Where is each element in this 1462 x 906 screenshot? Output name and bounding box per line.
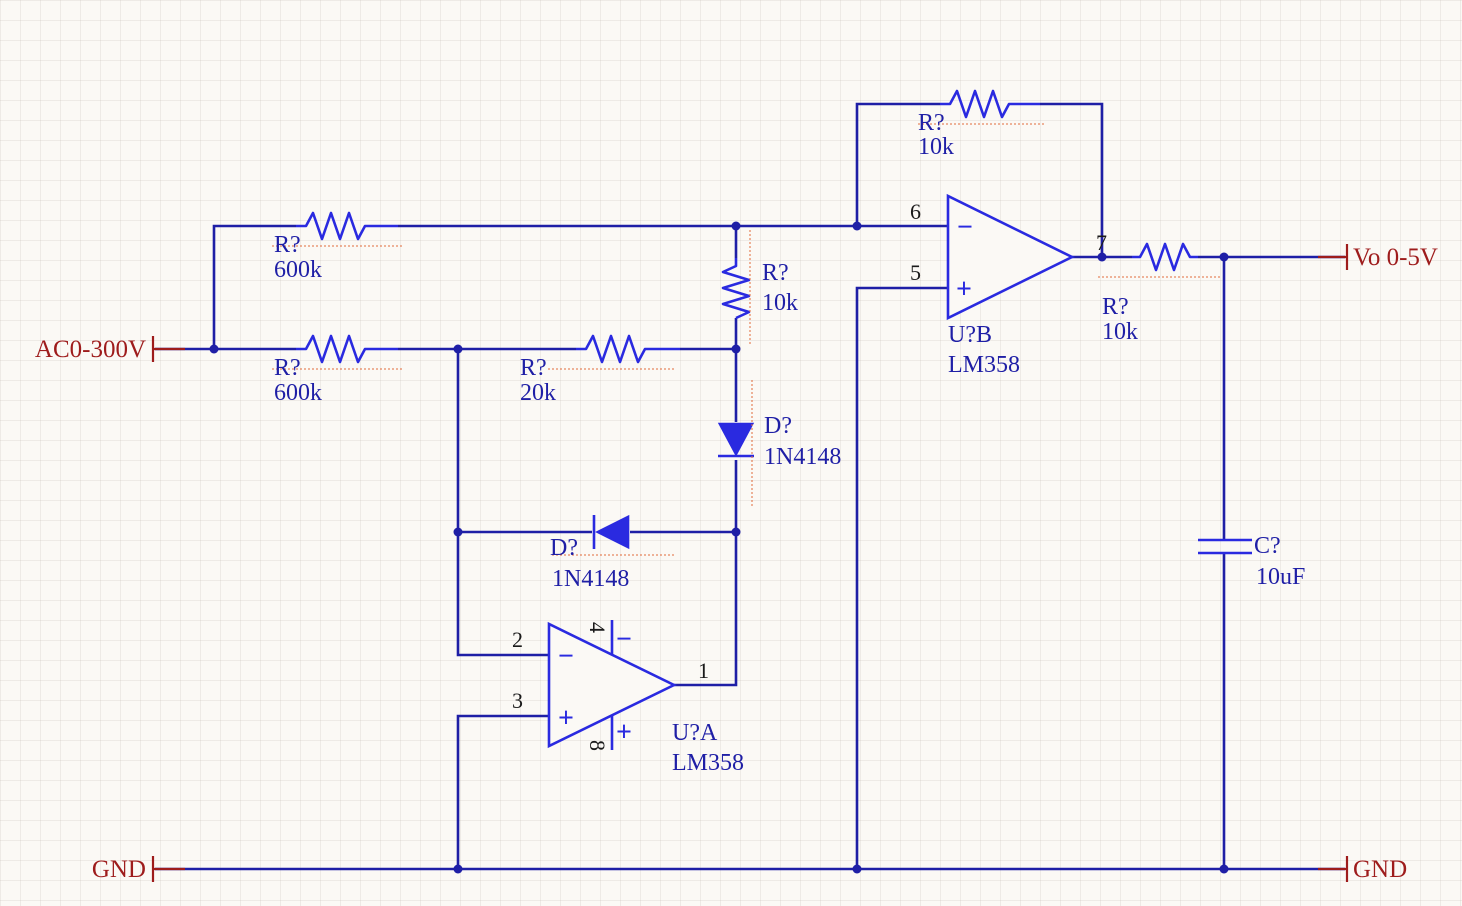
junction-dot (852, 221, 862, 231)
port-label: Vo 0-5V (1353, 244, 1438, 271)
resistor-ref: R? (918, 110, 945, 136)
junction-dot (731, 527, 741, 537)
junction-dot (453, 527, 463, 537)
junction-dot (731, 344, 741, 354)
junction-dot (1219, 864, 1229, 874)
opamp-plus-sign: + (558, 703, 574, 734)
diode-ref: D? (550, 535, 578, 561)
resistor-zigzag (940, 89, 1040, 119)
diode-value: 1N4148 (552, 566, 629, 592)
diode-triangle (717, 422, 755, 457)
resistor-output-10k[interactable]: R? 10k (1098, 242, 1222, 345)
resistor-value: 10k (1102, 319, 1138, 345)
resistor-zigzag (576, 334, 680, 364)
wire-ua-out (674, 532, 738, 687)
opamp-ref: U?A (672, 720, 718, 746)
junction-dot (1097, 252, 1107, 262)
pin-number: 3 (512, 688, 523, 713)
pin-number: 5 (910, 260, 921, 285)
diode-vertical[interactable]: D? 1N4148 (717, 380, 841, 508)
pin-number: 4 (585, 622, 610, 633)
junction-dot (852, 864, 862, 874)
pin-number: 1 (698, 658, 709, 683)
wire-ub-noninv (855, 286, 948, 869)
port-gnd-right[interactable]: GND (1318, 856, 1407, 883)
pin-number: 2 (512, 627, 523, 652)
resistor-ref: R? (1102, 294, 1129, 320)
resistor-ref: R? (274, 355, 301, 381)
resistor-zigzag (296, 334, 398, 364)
opamp-minus-sign: − (558, 641, 574, 672)
opamp-triangle (547, 621, 677, 749)
resistor-bottom-600k[interactable]: R? 600k (272, 334, 402, 406)
resistor-ref: R? (520, 355, 547, 381)
diode-ref: D? (764, 413, 792, 439)
opamp-ub[interactable]: − + 6 5 7 U?B LM358 (910, 193, 1107, 378)
resistor-zigzag (296, 211, 398, 241)
capacitor-ref: C? (1254, 533, 1281, 559)
opamp-ref: U?B (948, 322, 992, 348)
junction-dot (1219, 252, 1229, 262)
wire-feedback-left (855, 102, 940, 226)
port-label: AC0-300V (35, 336, 146, 363)
opamp-value: LM358 (672, 750, 744, 776)
junction-dot (731, 221, 741, 231)
opamp-triangle (946, 193, 1075, 321)
pin-number: 8 (585, 740, 610, 751)
capacitor-output[interactable]: C? 10uF (1198, 533, 1305, 590)
wire-feedback-right (1040, 102, 1104, 257)
pin-number: 7 (1096, 230, 1107, 255)
junction-dot (453, 344, 463, 354)
resistor-value: 20k (520, 380, 556, 406)
opamp-ua[interactable]: − + − + 2 3 1 4 8 U?A LM358 (512, 620, 744, 776)
opamp-minus-sign: − (957, 212, 973, 243)
resistor-value: 10k (762, 290, 798, 316)
opamp-value: LM358 (948, 352, 1020, 378)
opamp-plus-sign: + (956, 274, 972, 305)
power-minus-sign: − (616, 624, 632, 655)
capacitor-value: 10uF (1256, 564, 1305, 590)
junction-dot (453, 864, 463, 874)
diode-value: 1N4148 (764, 444, 841, 470)
junctions (209, 221, 1229, 874)
port-label: GND (92, 856, 146, 883)
wire-top-left (212, 224, 296, 349)
resistor-ref: R? (274, 232, 301, 258)
resistor-vertical-10k[interactable]: R? 10k (721, 230, 798, 345)
resistor-zigzag (721, 258, 751, 320)
diode-horizontal[interactable]: D? 1N4148 (550, 514, 676, 592)
resistor-value: 600k (274, 257, 322, 283)
resistor-zigzag (1132, 242, 1198, 272)
port-gnd-left[interactable]: GND (92, 856, 185, 883)
resistor-value: 10k (918, 134, 954, 160)
resistor-20k[interactable]: R? 20k (520, 334, 680, 406)
port-output[interactable]: Vo 0-5V (1318, 244, 1438, 271)
port-label: GND (1353, 856, 1407, 883)
resistor-ref: R? (762, 260, 789, 286)
wire-ua-noninv (456, 714, 549, 869)
port-input[interactable]: AC0-300V (35, 336, 185, 363)
power-plus-sign: + (616, 717, 632, 748)
resistor-top-600k[interactable]: R? 600k (272, 211, 402, 283)
wires (155, 102, 1345, 871)
diode-triangle (595, 514, 630, 550)
wire-ua-inv (456, 349, 549, 657)
resistor-feedback[interactable]: R? 10k (918, 89, 1044, 160)
pin-number: 6 (910, 199, 921, 224)
junction-dot (209, 344, 219, 354)
resistor-value: 600k (274, 380, 322, 406)
